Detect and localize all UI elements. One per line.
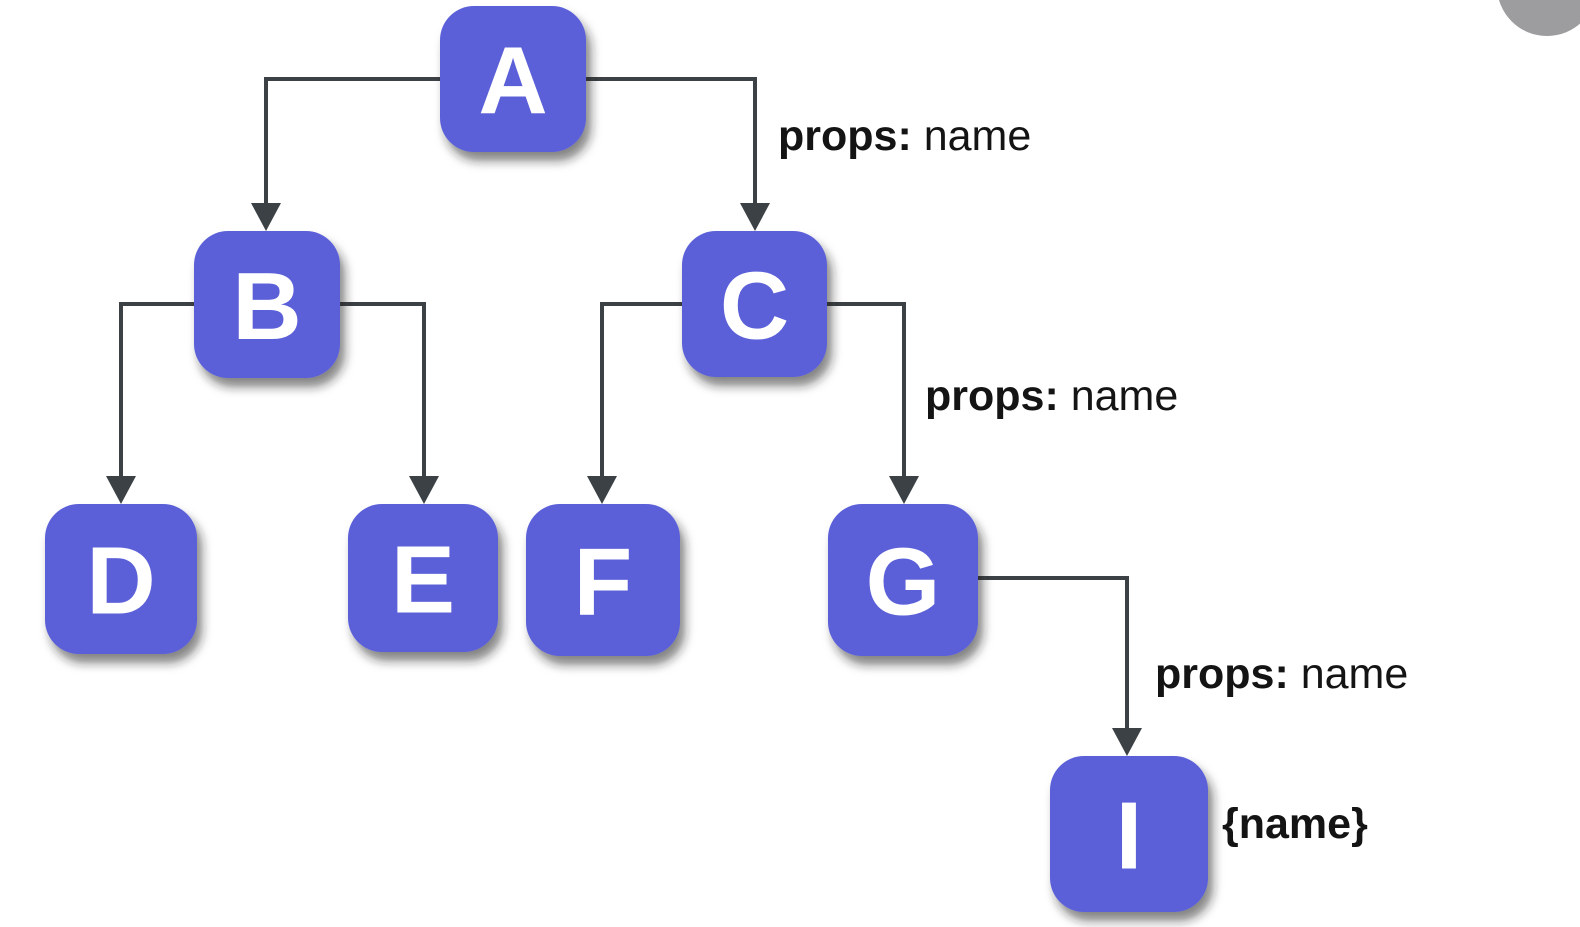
nodes-layer: A B C D E F G I xyxy=(45,6,1208,912)
edge-A-B xyxy=(264,77,440,207)
arrowhead-B-E xyxy=(409,476,439,504)
node-I-box xyxy=(1050,756,1208,912)
node-A-label: A xyxy=(478,28,547,135)
node-C-label: C xyxy=(720,253,789,360)
node-I: I xyxy=(1050,756,1208,912)
edge-C-F xyxy=(600,302,682,480)
node-D: D xyxy=(45,504,197,654)
annotation-0: {name} xyxy=(1222,800,1368,848)
node-I-label: I xyxy=(1116,783,1143,890)
node-E: E xyxy=(348,504,498,652)
node-F: F xyxy=(526,504,680,656)
corner-circle xyxy=(1499,0,1580,36)
node-A-box xyxy=(440,6,586,152)
node-B-label: B xyxy=(232,253,301,360)
edge-label-A-C: props: name xyxy=(778,112,1031,160)
arrowhead-C-F xyxy=(587,476,617,504)
node-F-box xyxy=(526,504,680,656)
node-E-box xyxy=(348,504,498,652)
arrowhead-A-C xyxy=(740,203,770,231)
arrowhead-G-I xyxy=(1112,728,1142,756)
node-C: C xyxy=(682,231,827,377)
node-G-box xyxy=(828,504,978,656)
node-B: B xyxy=(194,231,340,378)
edge-G-I xyxy=(978,576,1129,732)
node-F-label: F xyxy=(574,529,633,636)
node-G-label: G xyxy=(866,529,941,636)
edge-label-G-I: props: name xyxy=(1155,650,1408,698)
arrowhead-B-D xyxy=(106,476,136,504)
node-C-box xyxy=(682,231,827,377)
node-E-label: E xyxy=(391,527,455,634)
arrowhead-A-B xyxy=(251,203,281,231)
arrowhead-C-G xyxy=(889,476,919,504)
node-B-box xyxy=(194,231,340,378)
edge-B-D xyxy=(119,302,194,480)
labels-layer: props: name props: name props: name {name} xyxy=(778,112,1408,848)
edge-C-G xyxy=(827,302,906,480)
decorations-layer xyxy=(1499,0,1580,36)
edge-label-C-G: props: name xyxy=(925,372,1178,420)
node-D-box xyxy=(45,504,197,654)
node-D-label: D xyxy=(86,528,155,635)
node-A: A xyxy=(440,6,586,152)
node-G: G xyxy=(828,504,978,656)
edge-B-E xyxy=(340,302,426,480)
edges-layer xyxy=(106,77,1142,756)
edge-A-C xyxy=(586,77,757,207)
